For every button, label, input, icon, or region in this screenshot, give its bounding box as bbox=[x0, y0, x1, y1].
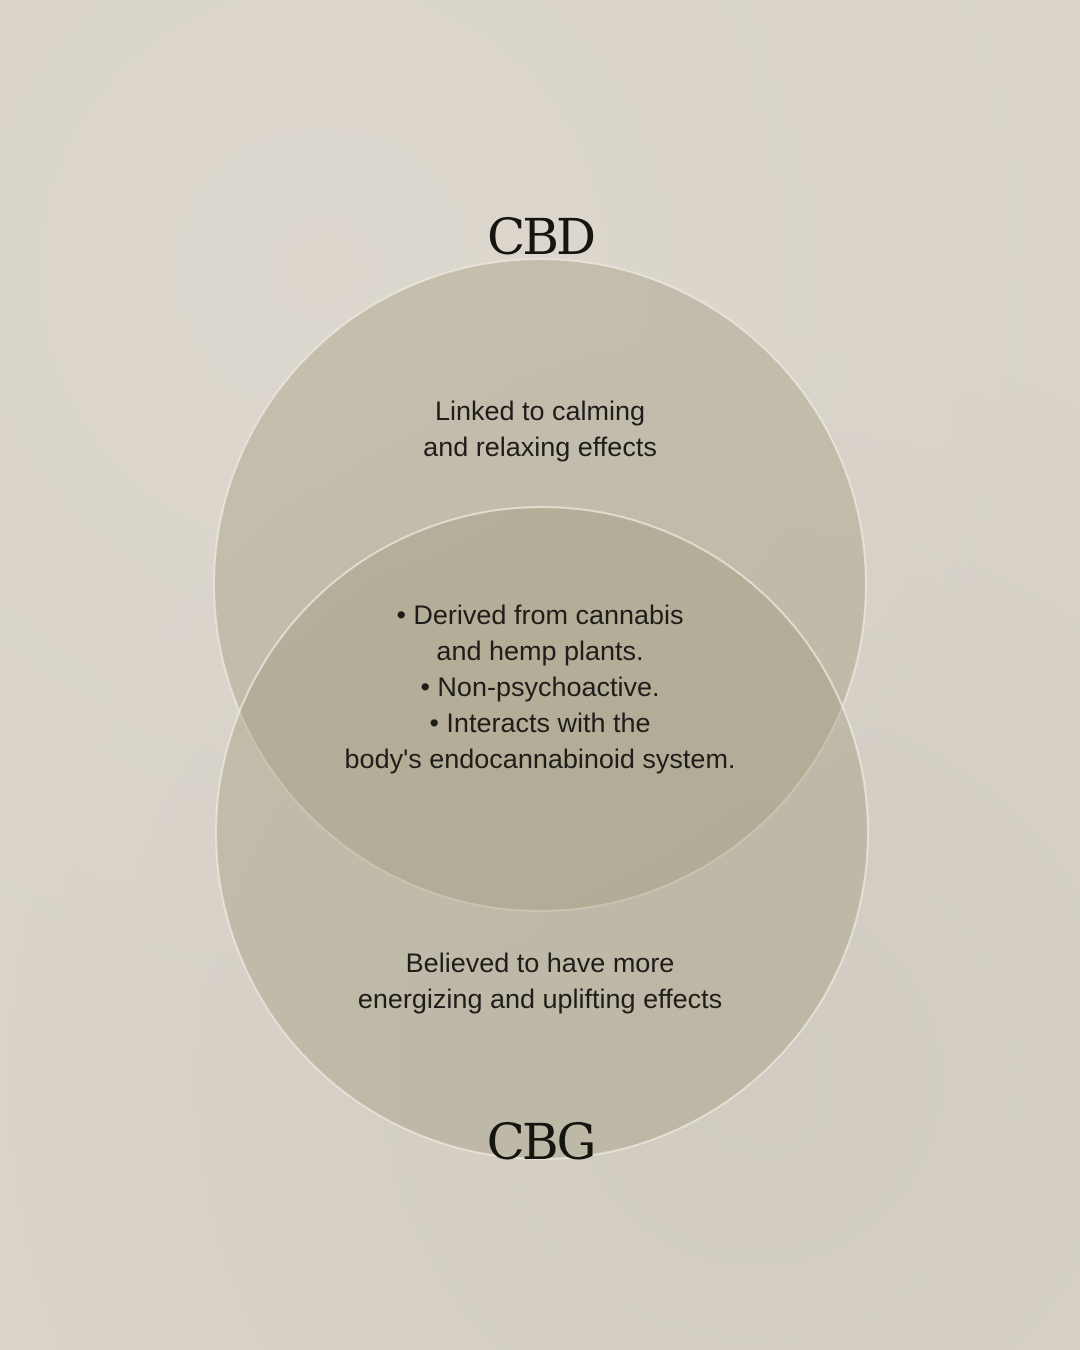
intersection-line: body's endocannabinoid system. bbox=[344, 744, 736, 774]
cbg-description-line: Believed to have more bbox=[405, 948, 675, 978]
intersection-line: • Non-psychoactive. bbox=[420, 672, 660, 702]
intersection-line: • Derived from cannabis bbox=[396, 600, 684, 630]
set-label-cbg: CBG bbox=[486, 1113, 597, 1171]
cbg-description-line: energizing and uplifting effects bbox=[357, 984, 723, 1014]
intersection-line: • Interacts with the bbox=[429, 708, 651, 738]
intersection-description: • Derived from cannabis and hemp plants.… bbox=[0, 597, 1080, 777]
cbd-description: Linked to calming and relaxing effects bbox=[0, 393, 1080, 465]
cbd-description-line: Linked to calming bbox=[434, 396, 646, 426]
venn-circle-cbg bbox=[215, 506, 869, 1160]
cbd-description-line: and relaxing effects bbox=[423, 432, 657, 462]
cbg-description: Believed to have more energizing and upl… bbox=[0, 945, 1080, 1017]
intersection-line: and hemp plants. bbox=[436, 636, 644, 666]
set-label-cbd: CBD bbox=[486, 208, 596, 266]
venn-circle-cbd bbox=[213, 258, 867, 912]
